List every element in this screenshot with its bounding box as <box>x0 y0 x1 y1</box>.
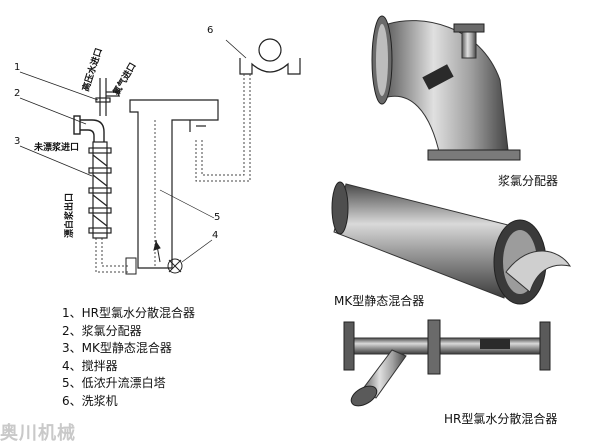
legend-item: 5、低浓升流漂白塔 <box>62 376 166 390</box>
hr-chlorine-water-mixer <box>95 78 120 116</box>
legend: 1、HR型氯水分散混合器 2、浆氯分配器 3、MK型静态混合器 4、搅拌器 5、… <box>62 305 195 410</box>
legend-item: 2、浆氯分配器 <box>62 323 142 338</box>
bleaching-tower <box>129 99 219 269</box>
callout-6: 6 <box>207 25 213 36</box>
caption-hr-mixer: HR型氯水分散混合器 <box>444 412 558 426</box>
washer-return-pipe <box>195 74 251 182</box>
label-unbleached-pulp-inlet: 未漂浆进口 <box>33 141 79 153</box>
callout-4: 4 <box>212 230 218 241</box>
legend-item: 3、MK型静态混合器 <box>62 341 172 355</box>
static-mixer-tube <box>331 181 572 305</box>
pulp-washer <box>225 38 301 75</box>
legend-item: 1、HR型氯水分散混合器 <box>62 306 195 320</box>
distributor-elbow-body <box>371 15 521 161</box>
callout-5: 5 <box>214 212 220 223</box>
label-bleached-pulp-outlet: 漂白浆出口 <box>63 193 75 238</box>
legend-item: 4、搅拌器 <box>62 358 118 373</box>
watermark: 奥川机械 <box>0 423 76 444</box>
callout-2: 2 <box>14 88 20 99</box>
hr-mixer-assembly <box>343 319 551 407</box>
agitator <box>153 239 213 274</box>
caption-static-mixer: MK型静态混合器 <box>334 294 425 308</box>
caption-distributor: 浆氯分配器 <box>498 174 559 188</box>
callout-1: 1 <box>14 62 20 73</box>
tower-inlet-flange <box>125 257 137 275</box>
callout-3: 3 <box>14 136 20 147</box>
feed-pipeline <box>95 238 130 273</box>
static-mixer-column <box>88 141 112 239</box>
callout-leaders <box>19 71 99 177</box>
legend-item: 6、洗浆机 <box>62 393 118 408</box>
pulp-chlorine-distributor <box>73 115 105 142</box>
